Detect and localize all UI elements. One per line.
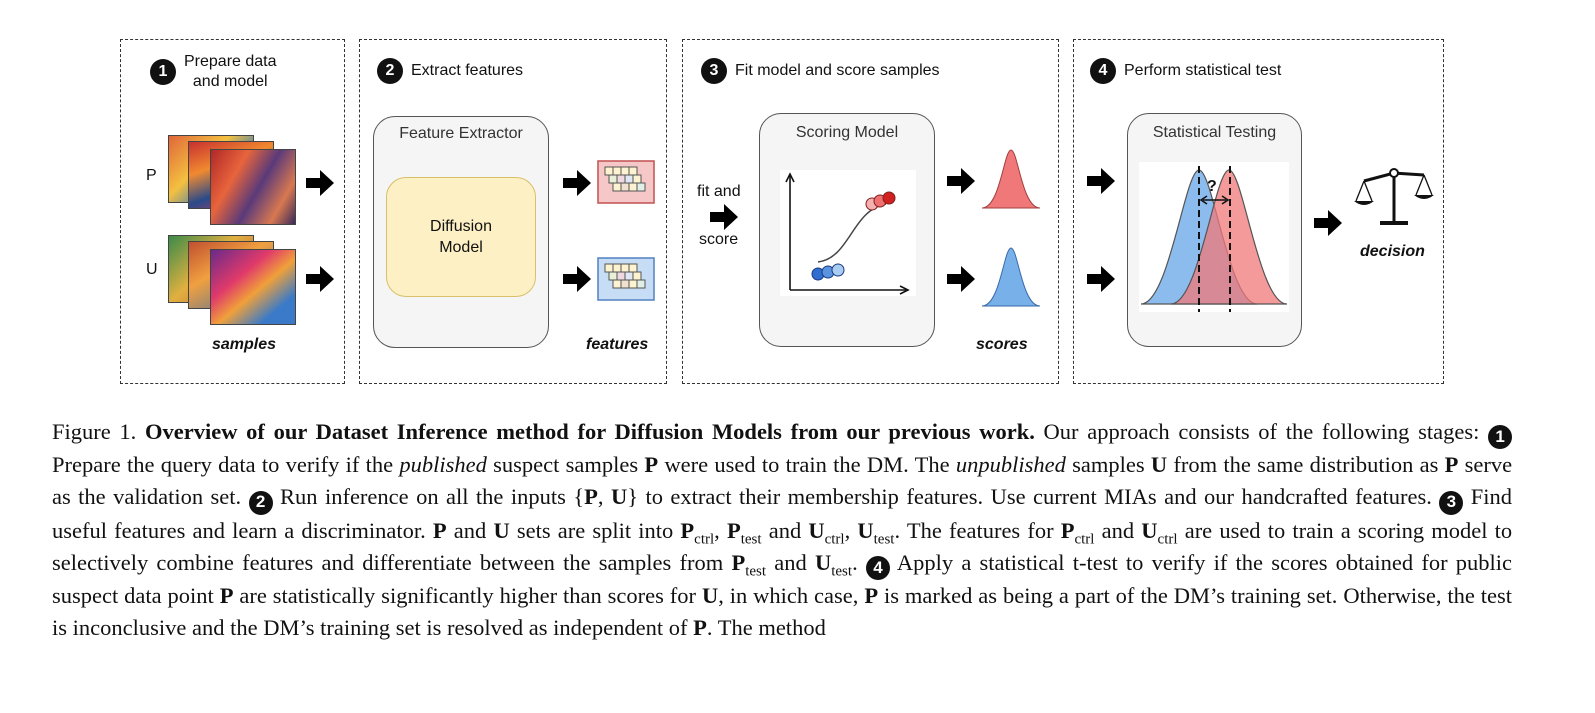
caption-p-test: Ptest <box>731 549 767 580</box>
arrow-right-icon <box>563 170 591 196</box>
caption-text: serve as the validation set. <box>52 452 1513 510</box>
caption-text: . The method <box>706 615 826 641</box>
caption-symbol-p: P <box>219 583 234 609</box>
caption-set: {P, U} <box>573 484 638 510</box>
features-grid-icon-red <box>597 160 655 204</box>
figure-caption: Figure 1. Overview of our Dataset Infere… <box>52 416 1512 645</box>
caption-title: Overview of our Dataset Inference method… <box>145 419 1035 444</box>
diffusion-model-line2: Model <box>439 239 483 256</box>
caption-text: Our approach consists of the following s… <box>1043 419 1480 444</box>
overlapping-distributions <box>1139 162 1289 312</box>
caption-p-test: Ptest <box>726 517 762 548</box>
caption-text: and <box>768 517 802 543</box>
stage-3-header: 3 Fit model and score samples <box>701 58 940 84</box>
caption-u-ctrl: Uctrl <box>1141 517 1178 548</box>
caption-symbol-u: U <box>701 583 719 609</box>
stage-1-number: 1 <box>150 59 176 85</box>
stage-3-title: Fit model and score samples <box>735 62 940 79</box>
samples-label: samples <box>212 336 277 353</box>
scores-label: scores <box>976 336 1028 353</box>
caption-p-ctrl: Pctrl, <box>680 517 720 548</box>
arrow-right-icon <box>1087 266 1115 292</box>
statistical-testing-title: Statistical Testing <box>1152 124 1277 141</box>
caption-symbol-p: P <box>693 615 707 641</box>
caption-text: is marked as being a part of the DM’s tr… <box>52 583 1513 641</box>
caption-figure-label: Figure 1. <box>52 419 137 444</box>
caption-text: Prepare the query data to verify if the <box>52 452 394 478</box>
caption-step-2-icon: 2 <box>248 490 273 515</box>
stage-3-number: 3 <box>701 58 727 84</box>
caption-text: and <box>774 549 807 575</box>
caption-text: and <box>1101 517 1135 543</box>
label-p: P <box>146 167 157 184</box>
caption-text: Find useful features and learn a discrim… <box>52 484 1513 543</box>
caption-text: , in which case, <box>718 583 859 609</box>
caption-text: Apply a statistical t-test to verify if … <box>52 549 1513 609</box>
caption-text: to extract their membership features. Us… <box>645 484 1432 510</box>
caption-symbol-p: P <box>644 452 659 478</box>
caption-u-ctrl: Uctrl, <box>808 517 851 548</box>
diffusion-model-line1: Diffusion <box>430 218 492 235</box>
caption-text: and <box>453 517 487 543</box>
caption-text: sets are split into <box>516 517 674 543</box>
stage-4-number: 4 <box>1090 58 1116 84</box>
stage-4-header: 4 Perform statistical test <box>1090 58 1281 84</box>
stage-1-title-line1: Prepare data <box>184 53 277 70</box>
stage-4-title: Perform statistical test <box>1124 62 1282 79</box>
sigmoid-plot <box>780 170 916 296</box>
stage-1-title-line2: and model <box>192 73 268 90</box>
caption-text: samples <box>1072 452 1145 478</box>
caption-symbol-p: P <box>864 583 879 609</box>
stage-2-number: 2 <box>377 58 403 84</box>
caption-text: were used to train the DM. The <box>664 452 950 478</box>
caption-step-1-icon: 1 <box>1488 425 1513 450</box>
caption-p-ctrl: Pctrl <box>1060 517 1095 548</box>
caption-u-test: Utest. <box>857 517 901 548</box>
stage-1-header: 1 Prepare data and model <box>150 52 277 92</box>
caption-text: are statistically significantly higher t… <box>239 583 697 609</box>
arrow-right-icon <box>947 266 975 292</box>
score-distribution-red <box>982 149 1040 209</box>
features-label: features <box>586 336 649 353</box>
stage-3-panel <box>682 39 1059 384</box>
arrow-right-icon <box>710 204 738 230</box>
balance-scale-icon <box>1354 168 1434 225</box>
label-u: U <box>146 261 158 278</box>
caption-text-italic: published <box>399 452 487 478</box>
caption-text: Run inference on all the inputs <box>280 484 566 510</box>
caption-step-4-icon: 4 <box>865 556 890 581</box>
caption-step-3-icon: 3 <box>1439 490 1464 515</box>
arrow-right-icon <box>306 170 334 196</box>
fit-and-label: fit and <box>697 183 741 200</box>
diffusion-model-box: Diffusion Model <box>386 177 536 297</box>
caption-u-test: Utest. <box>814 549 858 580</box>
scoring-model-title: Scoring Model <box>795 124 899 141</box>
caption-symbol-p: P <box>1444 452 1459 478</box>
caption-text: suspect samples <box>493 452 639 478</box>
stage-2-header: 2 Extract features <box>377 58 523 84</box>
arrow-right-icon <box>563 266 591 292</box>
stage-2-title: Extract features <box>411 62 524 79</box>
caption-text: are used to train a scoring model to sel… <box>52 517 1513 575</box>
caption-symbol-u: U <box>1150 452 1168 478</box>
stage-1-panel <box>120 39 345 384</box>
stage-2-panel <box>359 39 667 384</box>
caption-symbol-u: U <box>493 517 510 543</box>
arrow-right-icon <box>1314 210 1342 236</box>
caption-text: The features for <box>906 517 1054 543</box>
caption-symbol-p: P <box>432 517 447 543</box>
arrow-right-icon <box>1087 168 1115 194</box>
arrow-right-icon <box>947 168 975 194</box>
caption-text: from the same distribution as <box>1173 452 1439 478</box>
stage-4-panel <box>1073 39 1444 384</box>
feature-extractor-box: Feature Extractor Diffusion Model <box>373 116 549 348</box>
features-grid-icon-blue <box>597 257 655 301</box>
arrow-right-icon <box>306 266 334 292</box>
score-distribution-blue <box>982 247 1040 307</box>
feature-extractor-title: Feature Extractor <box>399 125 523 142</box>
caption-text-italic: unpublished <box>955 452 1066 478</box>
score-label: score <box>699 231 739 248</box>
difference-question-mark: ? <box>1207 178 1217 195</box>
decision-label: decision <box>1360 243 1425 260</box>
